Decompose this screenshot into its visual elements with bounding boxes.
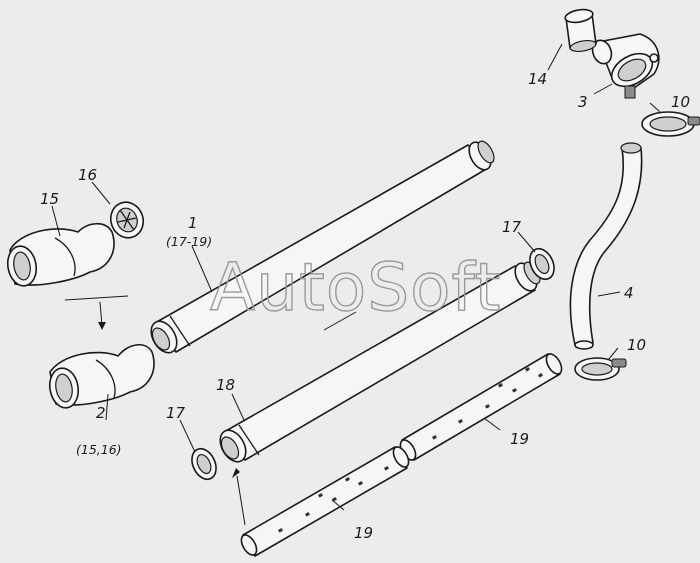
filter-insert-16 (109, 201, 145, 239)
label-part-15: 15 (40, 190, 59, 208)
label-part-10-top: 10 (671, 93, 690, 111)
label-part-17-left: 17 (166, 404, 186, 422)
label-part-17-right: 17 (502, 218, 522, 236)
pipe-1 (150, 140, 495, 354)
seal-ring-17-left (191, 447, 217, 481)
seal-ring-17-right (529, 247, 555, 281)
label-part-18: 18 (216, 376, 235, 394)
label-part-2: 2 (96, 404, 106, 422)
clamp-10-bottom (574, 357, 627, 381)
label-part-16: 16 (78, 166, 97, 184)
label-part-1: 1 (188, 214, 198, 232)
label-part-1-sub: (17-19) (166, 234, 212, 249)
label-part-2-sub: (15,16) (76, 442, 122, 457)
elbow-15 (6, 222, 115, 287)
label-part-10-bottom: 10 (627, 336, 646, 354)
label-part-19-lower: 19 (354, 524, 373, 542)
elbow-assembly-2 (48, 344, 155, 409)
hose-4 (569, 142, 643, 350)
ring-sleeve-14 (564, 8, 597, 53)
label-part-3: 3 (578, 93, 588, 111)
leader-lines (51, 43, 661, 526)
label-part-4: 4 (624, 284, 634, 302)
perforated-tube-19-right (399, 353, 563, 461)
label-part-14: 14 (528, 70, 547, 88)
label-part-19-right: 19 (510, 430, 529, 448)
watermark: AutoSoft (210, 249, 501, 326)
clamp-10-top (641, 111, 700, 137)
pipe-18 (219, 261, 541, 463)
tee-connector-3 (591, 33, 660, 99)
perforated-tube-19-lower (240, 446, 410, 557)
